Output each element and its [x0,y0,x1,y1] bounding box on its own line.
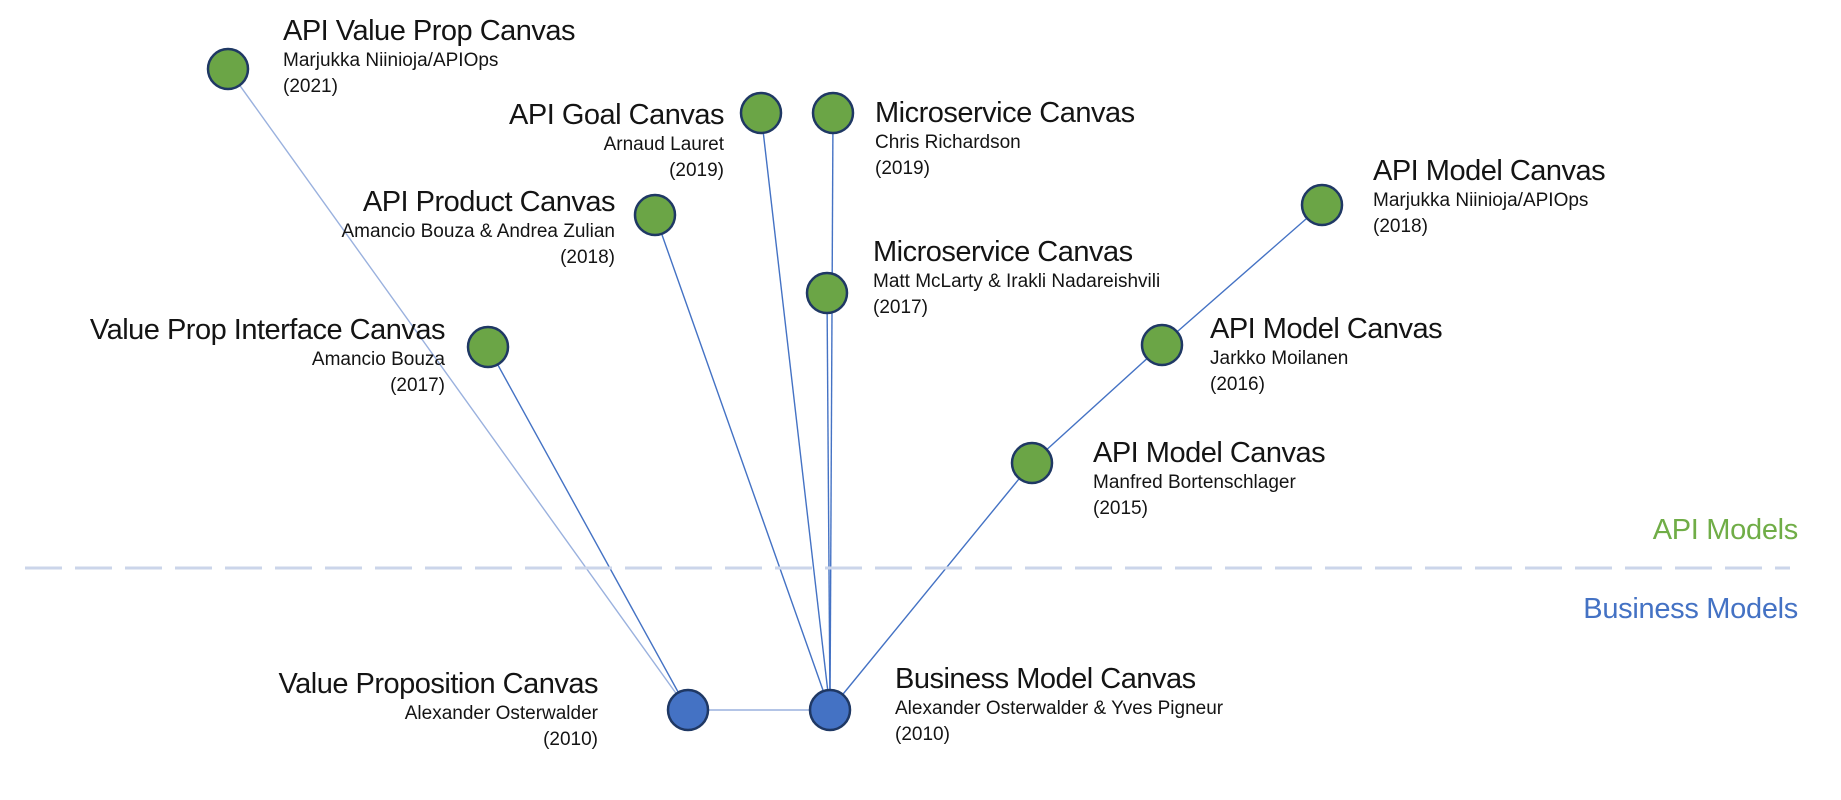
edge-business-model-canvas--api-product-canvas [654,214,831,711]
label-api-model-canvas-2015-author: Manfred Bortenschlager [1093,472,1296,493]
api-models-region-label: API Models [1652,514,1799,546]
label-api-value-prop-canvas-author: Marjukka Niinioja/APIOps [283,50,499,71]
label-business-model-canvas-year: (2010) [895,724,950,745]
label-api-model-canvas-2018-title: API Model Canvas [1373,155,1606,187]
edge-value-proposition-canvas--api-value-prop-canvas [227,68,689,711]
label-value-proposition-canvas-title: Value Proposition Canvas [278,668,598,700]
node-microservice-canvas-2019 [811,91,855,135]
node-api-model-canvas-2016 [1140,323,1184,367]
business-models-region-label: Business Models [1583,593,1798,625]
label-microservice-canvas-2019-year: (2019) [875,158,930,179]
label-api-model-canvas-2015-year: (2015) [1093,498,1148,519]
label-business-model-canvas-author: Alexander Osterwalder & Yves Pigneur [895,698,1224,719]
node-value-proposition-canvas [666,688,710,732]
label-business-model-canvas-title: Business Model Canvas [895,663,1196,695]
node-api-goal-canvas [739,91,783,135]
node-value-prop-interface-canvas [466,325,510,369]
label-api-model-canvas-2016-year: (2016) [1210,374,1265,395]
label-api-model-canvas-2018-year: (2018) [1373,216,1428,237]
label-api-goal-canvas-year: (2019) [669,160,724,181]
label-microservice-canvas-2017-year: (2017) [873,297,928,318]
label-api-model-canvas-2016-author: Jarkko Moilanen [1210,348,1349,369]
node-api-model-canvas-2015 [1010,441,1054,485]
edge-business-model-canvas--api-model-canvas-2015 [829,462,1033,711]
label-api-model-canvas-2016-title: API Model Canvas [1210,313,1443,345]
node-api-product-canvas [633,193,677,237]
label-api-model-canvas-2015-title: API Model Canvas [1093,437,1326,469]
node-business-model-canvas [808,688,852,732]
edge-business-model-canvas--api-goal-canvas [760,112,831,711]
label-api-model-canvas-2018-author: Marjukka Niinioja/APIOps [1373,190,1589,211]
label-api-product-canvas-year: (2018) [560,247,615,268]
node-microservice-canvas-2017 [805,271,849,315]
label-api-value-prop-canvas-year: (2021) [283,76,338,97]
label-value-proposition-canvas-year: (2010) [543,729,598,750]
label-microservice-canvas-2017-title: Microservice Canvas [873,236,1133,268]
node-api-value-prop-canvas [206,47,250,91]
label-api-value-prop-canvas-title: API Value Prop Canvas [283,15,576,47]
label-microservice-canvas-2019-title: Microservice Canvas [875,97,1135,129]
node-api-model-canvas-2018 [1300,183,1344,227]
edge-value-proposition-canvas--value-prop-interface-canvas [487,346,689,711]
label-api-goal-canvas-title: API Goal Canvas [509,99,724,131]
label-api-goal-canvas-author: Arnaud Lauret [603,134,724,155]
label-value-proposition-canvas-author: Alexander Osterwalder [404,703,598,724]
edge-business-model-canvas--microservice-canvas-2017 [826,292,831,711]
label-microservice-canvas-2017-author: Matt McLarty & Irakli Nadareishvili [873,271,1161,292]
label-api-product-canvas-author: Amancio Bouza & Andrea Zulian [341,221,615,242]
label-value-prop-interface-canvas-author: Amancio Bouza [311,349,445,370]
label-microservice-canvas-2019-author: Chris Richardson [875,132,1021,153]
edge-api-model-canvas-2016--api-model-canvas-2018 [1161,204,1323,346]
edge-business-model-canvas--microservice-canvas-2019 [829,112,834,711]
label-api-product-canvas-title: API Product Canvas [362,186,616,218]
edge-api-model-canvas-2015--api-model-canvas-2016 [1031,344,1163,464]
label-value-prop-interface-canvas-title: Value Prop Interface Canvas [89,314,446,346]
label-value-prop-interface-canvas-year: (2017) [390,375,445,396]
